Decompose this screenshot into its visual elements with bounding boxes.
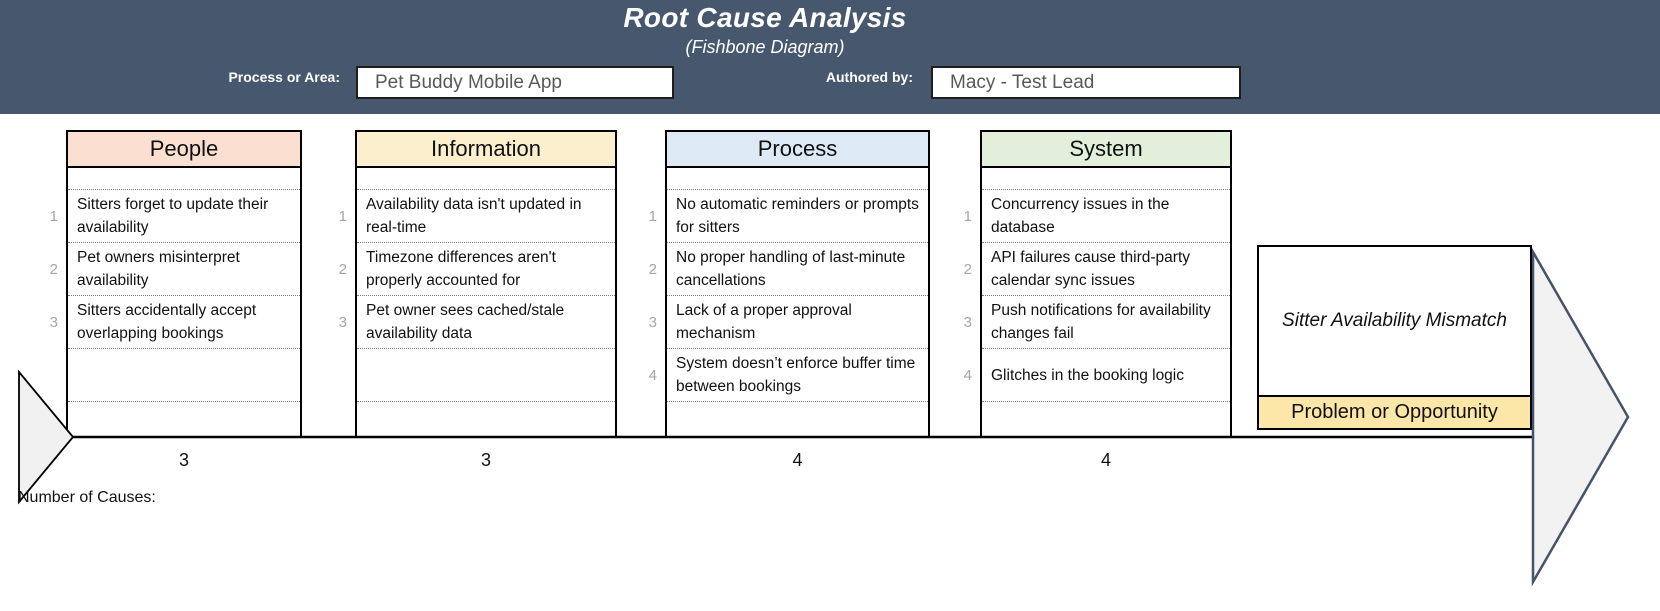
- cause-number: 2: [648, 260, 657, 278]
- cause-count-system: 4: [1100, 450, 1111, 470]
- cause-cell[interactable]: 3 Sitters accidentally accept overlappin…: [50, 296, 300, 349]
- cause-number: 1: [338, 207, 347, 225]
- cause-text: Pet owner sees cached/stale availability…: [366, 302, 565, 342]
- cause-text: Glitches in the booking logic: [991, 366, 1185, 384]
- cause-text: Push notifications for availability chan…: [991, 302, 1211, 342]
- cause-cell-empty[interactable]: [357, 349, 615, 402]
- cause-cell[interactable]: 1 Sitters forget to update their availab…: [50, 189, 300, 243]
- page-title: Root Cause Analysis: [623, 2, 907, 33]
- problem-box: Sitter Availability Mismatch Problem or …: [1257, 245, 1532, 430]
- cause-count-people: 3: [178, 450, 189, 470]
- cause-cell[interactable]: 2 Pet owners misinterpret availability: [50, 243, 300, 296]
- number-of-causes-label: Number of Causes:: [18, 489, 156, 506]
- cause-count-information: 3: [480, 450, 491, 470]
- authored-by-input[interactable]: Macy - Test Lead: [931, 66, 1241, 99]
- cause-number: 3: [338, 313, 347, 331]
- cause-number: 3: [963, 313, 972, 331]
- category-body-process: 1 No automatic reminders or prompts for …: [649, 168, 930, 437]
- cause-text: Concurrency issues in the database: [991, 196, 1170, 236]
- cause-count-process: 4: [792, 450, 803, 470]
- cause-number: 1: [963, 207, 972, 225]
- category-body-people: 1 Sitters forget to update their availab…: [50, 168, 302, 437]
- cause-cell[interactable]: 1 Availability data isn't updated in rea…: [339, 189, 615, 243]
- cause-text: No proper handling of last-minute cancel…: [676, 249, 906, 289]
- cause-text: No automatic reminders or prompts for si…: [676, 196, 919, 236]
- head-arrow-shape[interactable]: [1531, 247, 1630, 587]
- problem-statement-cell[interactable]: Sitter Availability Mismatch: [1282, 310, 1507, 331]
- cause-number: 4: [648, 366, 657, 384]
- category-header-information: Information: [355, 130, 617, 168]
- cause-cell[interactable]: 4 System doesn’t enforce buffer time bet…: [649, 349, 928, 402]
- process-or-area-label: Process or Area:: [228, 69, 340, 85]
- cause-cell[interactable]: 3 Push notifications for availability ch…: [964, 296, 1230, 349]
- cause-number: 2: [963, 260, 972, 278]
- category-header-process: Process: [665, 130, 930, 168]
- title-band: Root Cause Analysis (Fishbone Diagram) P…: [0, 0, 1660, 114]
- cause-cell-empty[interactable]: [68, 349, 300, 402]
- cause-text: Lack of a proper approval mechanism: [676, 302, 852, 342]
- cause-number: 3: [49, 313, 58, 331]
- problem-band-label: Problem or Opportunity: [1259, 395, 1530, 428]
- authored-by-label: Authored by:: [825, 69, 913, 85]
- cause-number: 3: [648, 313, 657, 331]
- page-subtitle: (Fishbone Diagram): [685, 37, 845, 57]
- cause-text: Timezone differences aren't properly acc…: [366, 249, 556, 289]
- category-column-process: Process 1 No automatic reminders or prom…: [649, 130, 930, 437]
- cause-cell[interactable]: 2 API failures cause third-party calenda…: [964, 243, 1230, 296]
- cause-number: 2: [49, 260, 58, 278]
- category-column-system: System 1 Concurrency issues in the datab…: [964, 130, 1232, 437]
- process-or-area-input[interactable]: Pet Buddy Mobile App: [356, 66, 674, 99]
- cause-number: 1: [49, 207, 58, 225]
- category-column-people: People 1 Sitters forget to update their …: [50, 130, 302, 437]
- cause-text: API failures cause third-party calendar …: [991, 249, 1191, 289]
- cause-cell[interactable]: 3 Lack of a proper approval mechanism: [649, 296, 928, 349]
- cause-number: 1: [648, 207, 657, 225]
- cause-cell[interactable]: 1 Concurrency issues in the database: [964, 189, 1230, 243]
- cause-number: 2: [338, 260, 347, 278]
- cause-cell[interactable]: 1 No automatic reminders or prompts for …: [649, 189, 928, 243]
- cause-text: Pet owners misinterpret availability: [77, 249, 240, 289]
- cause-text: Sitters accidentally accept overlapping …: [77, 302, 257, 342]
- cause-text: System doesn’t enforce buffer time betwe…: [676, 355, 916, 395]
- cause-cell[interactable]: 2 No proper handling of last-minute canc…: [649, 243, 928, 296]
- cause-cell[interactable]: 3 Pet owner sees cached/stale availabili…: [339, 296, 615, 349]
- cause-text: Availability data isn't updated in real-…: [366, 196, 582, 236]
- tail-triangle-shape[interactable]: [18, 369, 75, 505]
- cause-cell[interactable]: 2 Timezone differences aren't properly a…: [339, 243, 615, 296]
- cause-text: Sitters forget to update their availabil…: [77, 196, 269, 236]
- cause-cell[interactable]: 4 Glitches in the booking logic: [964, 349, 1230, 402]
- category-body-system: 1 Concurrency issues in the database 2 A…: [964, 168, 1232, 437]
- category-column-information: Information 1 Availability data isn't up…: [339, 130, 617, 437]
- cause-number: 4: [963, 366, 972, 384]
- category-body-information: 1 Availability data isn't updated in rea…: [339, 168, 617, 437]
- category-header-people: People: [66, 130, 302, 168]
- category-header-system: System: [980, 130, 1232, 168]
